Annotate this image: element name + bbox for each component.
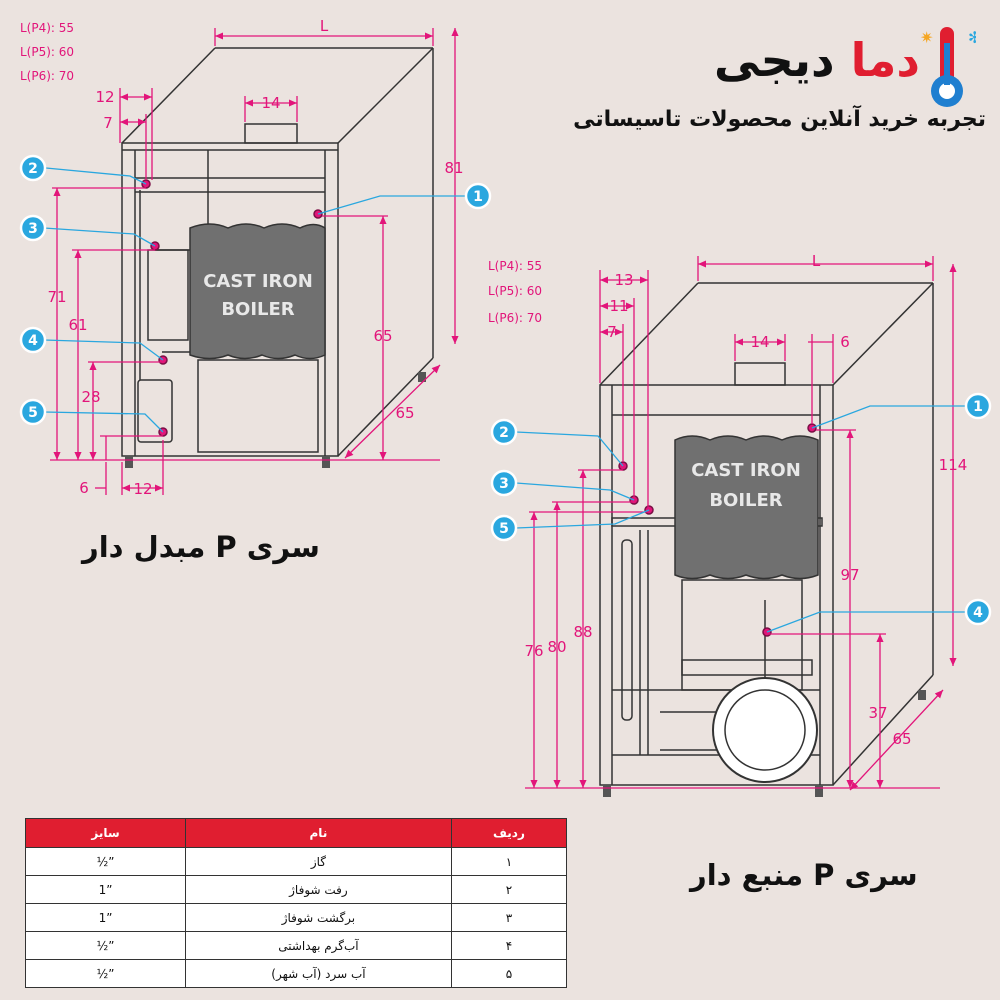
svg-text:1: 1 [473, 189, 483, 205]
right-marker-1: 1 [964, 392, 992, 420]
left-marker-3: 3 [19, 214, 47, 242]
right-length-note-p6: L(P6): 70 [488, 311, 542, 325]
table-header-row: سایز نام ردیف [25, 818, 568, 848]
svg-text:✻: ✻ [968, 28, 976, 47]
brand-name: دما دیجی [714, 33, 920, 87]
left-dim-12: 12 [95, 88, 114, 106]
svg-text:✷: ✷ [920, 28, 933, 47]
cell-name: برگشت شوفاژ [185, 903, 452, 932]
svg-text:1: 1 [973, 399, 983, 415]
cell-row: ۲ [450, 875, 568, 904]
cell-row: ۴ [450, 931, 568, 960]
right-marker-4: 4 [964, 598, 992, 626]
right-boiler-label-line2: BOILER [709, 490, 782, 511]
left-length-note-p4: L(P4): 55 [20, 21, 74, 35]
svg-text:3: 3 [28, 221, 38, 237]
svg-text:4: 4 [28, 333, 38, 349]
right-dim-14: 14 [750, 333, 769, 351]
brand-logo: دما دیجی ✻ ✷ تجربه خرید آنلاین محصولات ت… [573, 15, 990, 145]
left-dim-14: 14 [261, 94, 280, 112]
right-dim-114: 114 [939, 456, 968, 474]
right-dim-88: 88 [573, 623, 592, 641]
right-dim-65: 65 [892, 730, 911, 748]
cell-row: ۳ [450, 903, 568, 932]
left-dim-12-bottom: 12 [133, 480, 152, 498]
left-length-note-p5: L(P5): 60 [20, 45, 74, 59]
svg-text:2: 2 [499, 425, 509, 441]
right-dim-6: 6 [840, 333, 850, 351]
right-dim-76: 76 [524, 642, 543, 660]
left-dim-L: L [320, 17, 329, 35]
left-marker-1: 1 [464, 182, 492, 210]
left-boiler-label-line2: BOILER [221, 299, 294, 320]
svg-text:5: 5 [28, 405, 38, 421]
thermometer-icon: ✻ ✷ [920, 27, 976, 107]
svg-text:3: 3 [499, 476, 509, 492]
cell-name: آب سرد (آب شهر) [185, 959, 452, 988]
left-boiler-label-line1: CAST IRON [203, 271, 313, 292]
cell-size: 1” [25, 875, 186, 904]
cell-size: ½” [25, 959, 186, 988]
right-dim-11: 11 [609, 297, 628, 315]
right-length-note-p5: L(P5): 60 [488, 284, 542, 298]
cell-size: 1” [25, 903, 186, 932]
cell-size: ½” [25, 847, 186, 876]
right-dim-80: 80 [547, 638, 566, 656]
left-marker-2: 2 [19, 154, 47, 182]
left-marker-5: 5 [19, 398, 47, 426]
header-size: سایز [25, 818, 186, 848]
cell-row: ۵ [450, 959, 568, 988]
cell-name: گاز [185, 847, 452, 876]
left-dim-71: 71 [47, 288, 66, 306]
header-row: ردیف [450, 818, 568, 848]
right-dim-L: L [812, 252, 821, 270]
cell-name: آب‌گرم بهداشتی [185, 931, 452, 960]
left-dim-81: 81 [444, 159, 463, 177]
cell-name: رفت شوفاژ [185, 875, 452, 904]
right-dim-97: 97 [840, 566, 859, 584]
header-name: نام [185, 818, 452, 848]
svg-text:2: 2 [28, 161, 38, 177]
left-dim-6: 6 [79, 479, 89, 497]
right-marker-5: 5 [490, 514, 518, 542]
table-row: ½”آب سرد (آب شهر)۵ [25, 959, 568, 988]
cell-size: ½” [25, 931, 186, 960]
left-dim-65-vertical: 65 [373, 327, 392, 345]
right-boiler-label-line1: CAST IRON [691, 460, 801, 481]
left-diagram-title: سری P مبدل دار [82, 530, 320, 564]
right-dim-7: 7 [607, 323, 617, 341]
right-boiler-drawing: CAST IRON BOILER L(P4): 55 L(P5): 60 L(P… [488, 252, 992, 797]
left-dim-61: 61 [68, 316, 87, 334]
right-marker-2: 2 [490, 418, 518, 446]
left-length-note-p6: L(P6): 70 [20, 69, 74, 83]
left-dim-65-depth: 65 [395, 404, 414, 422]
svg-text:5: 5 [499, 521, 509, 537]
right-dim-13: 13 [614, 271, 633, 289]
brand-tagline: تجربه خرید آنلاین محصولات تاسیساتی [573, 107, 986, 132]
cell-row: ۱ [450, 847, 568, 876]
left-dim-7: 7 [103, 114, 113, 132]
left-dim-28: 28 [81, 388, 100, 406]
right-length-note-p4: L(P4): 55 [488, 259, 542, 273]
right-dim-37: 37 [868, 704, 887, 722]
left-marker-4: 4 [19, 326, 47, 354]
left-boiler-drawing: CAST IRON BOILER L(P4): 55 L(P5): 60 L(P… [19, 17, 492, 498]
right-marker-3: 3 [490, 469, 518, 497]
svg-text:4: 4 [973, 605, 983, 621]
right-diagram-title: سری P منبع دار [690, 858, 918, 892]
